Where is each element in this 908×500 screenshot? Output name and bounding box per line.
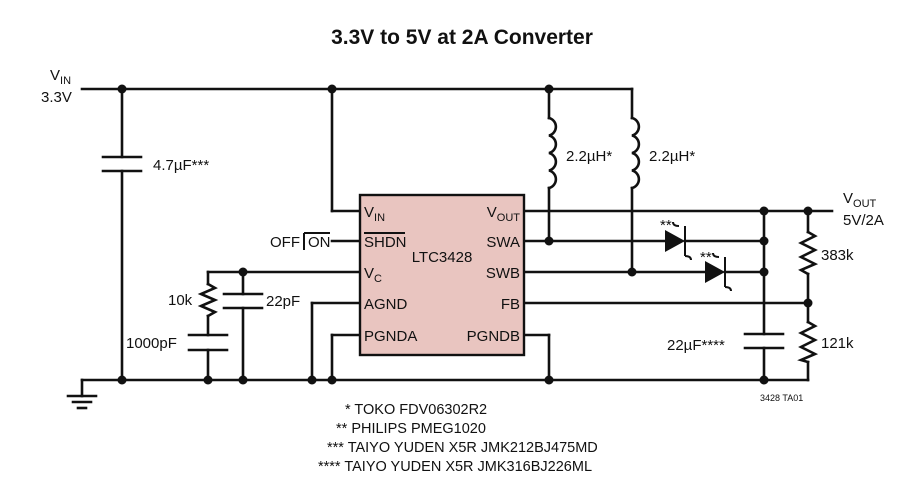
note-1: * TOKO FDV06302R2 xyxy=(345,402,487,418)
vin-value: 3.3V xyxy=(41,89,72,106)
ic-name: LTC3428 xyxy=(412,249,473,266)
junction-dots xyxy=(117,84,813,385)
inductor-l1 xyxy=(547,116,558,190)
diode-d1-mark: ** xyxy=(660,217,672,234)
drawing-number: 3428 TA01 xyxy=(760,393,803,403)
diagram-title: 3.3V to 5V at 2A Converter xyxy=(331,26,593,49)
pin-vc: VC xyxy=(364,265,382,285)
schottky-diode-d2 xyxy=(705,252,732,292)
schottky-diode-d1 xyxy=(665,221,692,261)
pin-agnd: AGND xyxy=(364,296,408,313)
vout-label: VOUT xyxy=(843,190,877,210)
diode-d2-mark: ** xyxy=(700,249,712,266)
resistor-121k-label: 121k xyxy=(821,335,854,352)
vout-value: 5V/2A xyxy=(843,212,884,229)
output-capacitor xyxy=(743,332,785,350)
resistor-383k-label: 383k xyxy=(821,247,854,264)
note-4: **** TAIYO YUDEN X5R JMK316BJ226ML xyxy=(318,459,592,475)
resistor-10k-label: 10k xyxy=(168,292,193,309)
capacitor-1000pf xyxy=(187,333,229,352)
shutdown-off-label: OFF xyxy=(270,234,300,251)
resistor-121k xyxy=(797,320,819,364)
shutdown-on-label: ON xyxy=(308,234,331,251)
capacitor-22pf xyxy=(222,292,264,310)
ground-icon xyxy=(66,394,98,410)
output-capacitor-label: 22µF**** xyxy=(667,337,725,354)
capacitor-22pf-label: 22pF xyxy=(266,293,300,310)
pin-vout: VOUT xyxy=(487,204,521,224)
vin-label: VIN xyxy=(50,67,71,87)
resistor-383k xyxy=(798,230,819,276)
pin-shdn: SHDN xyxy=(364,234,407,251)
pin-pgndb: PGNDB xyxy=(467,328,520,345)
input-capacitor-label: 4.7µF*** xyxy=(153,157,209,174)
inductor-l2-label: 2.2µH* xyxy=(649,148,695,165)
input-capacitor xyxy=(101,155,143,173)
component-notes: * TOKO FDV06302R2 ** PHILIPS PMEG1020 **… xyxy=(318,402,598,475)
ic-ltc3428: LTC3428 VIN SHDN VC AGND PGNDA VOUT SWA … xyxy=(358,193,526,357)
resistor-10k xyxy=(197,282,219,318)
inductor-l1-label: 2.2µH* xyxy=(566,148,612,165)
pin-swb: SWB xyxy=(486,265,520,282)
pin-swa: SWA xyxy=(486,234,520,251)
inductor-l2 xyxy=(630,116,641,190)
capacitor-1000pf-label: 1000pF xyxy=(126,335,177,352)
note-2: ** PHILIPS PMEG1020 xyxy=(336,421,486,437)
note-3: *** TAIYO YUDEN X5R JMK212BJ475MD xyxy=(327,440,598,456)
pin-pgnda: PGNDA xyxy=(364,328,417,345)
pin-fb: FB xyxy=(501,296,520,313)
pin-vin: VIN xyxy=(364,204,385,224)
